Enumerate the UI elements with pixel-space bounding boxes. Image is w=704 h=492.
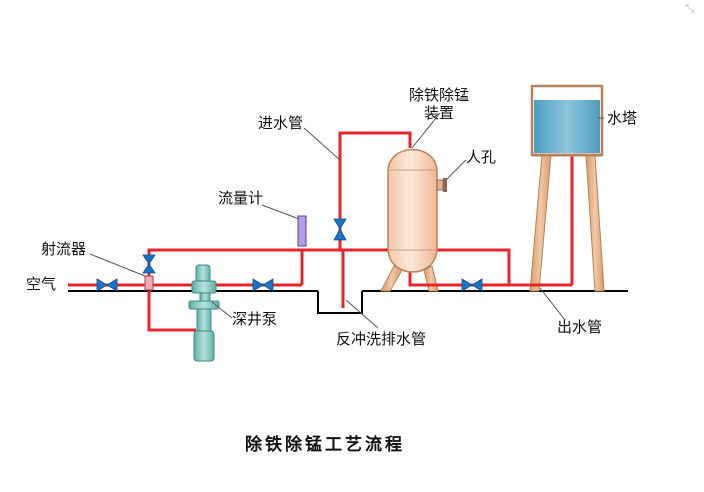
label-water-tower: 水塔 — [607, 109, 638, 127]
label-outlet-pipe: 出水管 — [557, 318, 603, 336]
leader-lines — [89, 112, 604, 329]
label-deironing-device-line2: 装置 — [424, 104, 455, 122]
label-inlet-pipe: 进水管 — [258, 114, 304, 132]
valve-pump-outlet — [252, 278, 274, 292]
expand-icon[interactable]: ⤡ — [685, 2, 694, 15]
tower-legs — [529, 154, 605, 292]
removal-tank — [387, 148, 447, 273]
valve-backwash — [333, 218, 347, 241]
pipes — [68, 130, 586, 332]
valve-ejector — [142, 254, 156, 274]
valve-air — [96, 278, 118, 292]
label-deironing-device-line1: 除铁除锰 — [409, 86, 470, 104]
label-deep-well-pump: 深井泵 — [232, 310, 278, 328]
deep-well-pump — [188, 264, 220, 362]
valve-outlet — [461, 278, 483, 292]
label-ejector: 射流器 — [41, 240, 87, 258]
flowmeter — [297, 215, 307, 247]
ejector — [144, 275, 154, 291]
label-backwash-drain: 反冲洗排水管 — [336, 330, 427, 348]
label-air: 空气 — [26, 275, 57, 293]
water-tower — [530, 84, 604, 157]
label-flowmeter: 流量计 — [218, 189, 264, 207]
diagram-title: 除铁除锰工艺流程 — [245, 435, 405, 455]
label-manhole: 人孔 — [466, 148, 497, 166]
